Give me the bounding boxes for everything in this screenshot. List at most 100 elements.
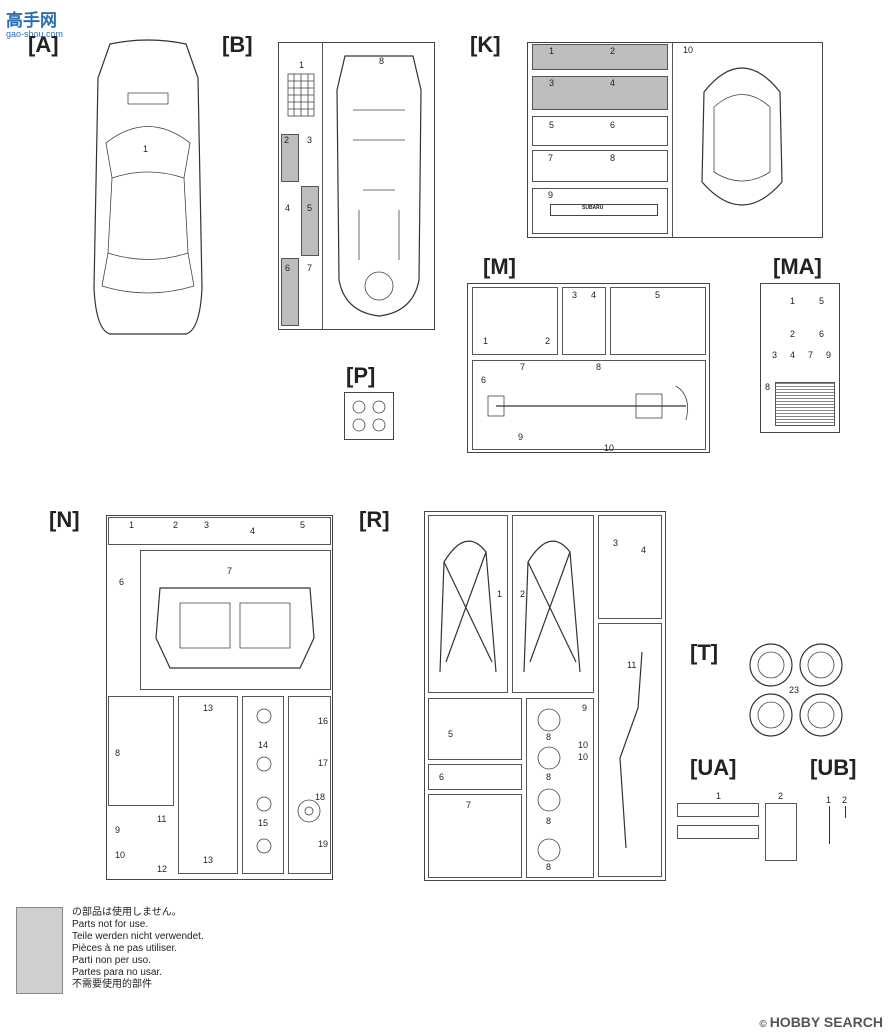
part-n-8: 8 bbox=[115, 748, 121, 758]
part-n-1: 1 bbox=[129, 520, 135, 530]
part-r-8d: 8 bbox=[546, 862, 552, 872]
part-b-6: 6 bbox=[285, 263, 291, 273]
sprue-label-ua: [UA] bbox=[690, 755, 737, 780]
chassis-floor-b bbox=[336, 55, 422, 317]
sprue-k-row-1-2 bbox=[532, 44, 668, 70]
part-k-9: 9 bbox=[548, 190, 554, 200]
sprue-r-wheels bbox=[526, 698, 594, 878]
part-r-4: 4 bbox=[641, 545, 647, 555]
sprue-m-cell-lower bbox=[472, 360, 706, 450]
part-n-4: 4 bbox=[250, 526, 256, 536]
legend-line-it: Parti non per uso. bbox=[72, 955, 151, 966]
part-ub-1: 1 bbox=[826, 795, 832, 805]
part-m-6: 6 bbox=[481, 375, 487, 385]
sprue-k-row-9 bbox=[532, 188, 668, 234]
part-n-2: 2 bbox=[173, 520, 179, 530]
part-n-13a: 13 bbox=[203, 703, 214, 713]
footer-brand-text: HOBBY SEARCH bbox=[769, 1014, 883, 1030]
part-b-2: 2 bbox=[284, 135, 290, 145]
sprue-r-cell-7 bbox=[428, 794, 522, 878]
part-ma-2: 2 bbox=[790, 329, 796, 339]
copyright-mark: © bbox=[759, 1019, 767, 1030]
sprue-k-divider bbox=[672, 42, 673, 238]
sprue-n-seats bbox=[108, 696, 174, 806]
part-b-1: 1 bbox=[299, 60, 305, 70]
part-k-8: 8 bbox=[610, 153, 616, 163]
part-m-8: 8 bbox=[596, 362, 602, 372]
ub-wire-2 bbox=[845, 806, 846, 818]
watermark-chinese: 高手网 bbox=[6, 11, 57, 30]
sprue-n-top-row bbox=[108, 517, 331, 545]
sprue-m-cell-5 bbox=[610, 287, 706, 355]
part-r-10a: 10 bbox=[578, 740, 589, 750]
watermark-logo: 高手网 gao-shou.com bbox=[6, 6, 63, 39]
sprue-frame-k bbox=[527, 42, 823, 238]
sprue-b-unused-5 bbox=[301, 186, 319, 256]
part-r-2: 2 bbox=[520, 589, 526, 599]
sprue-frame-b bbox=[278, 42, 435, 330]
sprue-n-floor-pan bbox=[140, 550, 331, 690]
part-k-5: 5 bbox=[549, 120, 555, 130]
part-k-3: 3 bbox=[549, 78, 555, 88]
part-n-11: 11 bbox=[157, 814, 167, 824]
part-r-5: 5 bbox=[448, 729, 454, 739]
part-r-6: 6 bbox=[439, 772, 445, 782]
sprue-label-ub: [UB] bbox=[810, 755, 857, 780]
part-n-14: 14 bbox=[258, 740, 269, 750]
sprue-frame-ma bbox=[760, 283, 840, 433]
part-r-3: 3 bbox=[613, 538, 619, 548]
part-ma-1: 1 bbox=[790, 296, 796, 306]
sprue-r-cell-11 bbox=[598, 623, 662, 877]
body-shell-a bbox=[93, 39, 203, 335]
part-n-5: 5 bbox=[300, 520, 306, 530]
sprue-label-k: [K] bbox=[470, 32, 501, 57]
sprue-label-p: [P] bbox=[346, 363, 376, 388]
sprue-r-cell-5 bbox=[428, 698, 522, 760]
part-ub-2: 2 bbox=[842, 795, 848, 805]
sprue-r-cell-6 bbox=[428, 764, 522, 790]
sprue-frame-m bbox=[467, 283, 710, 453]
part-n-18: 18 bbox=[315, 792, 326, 802]
sprue-r-cell-3-4 bbox=[598, 515, 662, 619]
sprue-label-b: [B] bbox=[222, 32, 253, 57]
ua-sheet-2 bbox=[765, 803, 797, 861]
ua-strip-1b bbox=[677, 825, 759, 839]
legend-line-es: Partes para no usar. bbox=[72, 967, 163, 978]
part-m-3: 3 bbox=[572, 290, 578, 300]
ub-wire-1 bbox=[829, 806, 830, 844]
sprue-ma-mesh-8 bbox=[775, 382, 835, 426]
legend-unused-swatch bbox=[16, 907, 63, 994]
footer-brand: ©HOBBY SEARCH bbox=[759, 1014, 883, 1030]
part-n-9: 9 bbox=[115, 825, 121, 835]
legend-line-zh: 不需要使用的部件 bbox=[72, 979, 152, 990]
part-m-4: 4 bbox=[591, 290, 597, 300]
sprue-n-parts-16-19 bbox=[288, 696, 331, 874]
part-b-3: 3 bbox=[307, 135, 313, 145]
part-n-12: 12 bbox=[157, 864, 168, 874]
sprue-r-cage-2 bbox=[512, 515, 594, 693]
sprue-m-cell-1-2 bbox=[472, 287, 558, 355]
sprue-k-row-5-6 bbox=[532, 116, 668, 146]
sprue-k-row-3-4 bbox=[532, 76, 668, 110]
part-b-5: 5 bbox=[307, 203, 313, 213]
part-k-2: 2 bbox=[610, 46, 616, 56]
legend-line-de: Teile werden nicht verwendet. bbox=[72, 931, 204, 942]
steering-wheel-n bbox=[297, 799, 321, 823]
sprue-r-cage-1 bbox=[428, 515, 508, 693]
part-r-7: 7 bbox=[466, 800, 472, 810]
part-r-10b: 10 bbox=[578, 752, 589, 762]
sprue-label-t: [T] bbox=[690, 640, 719, 665]
part-ma-6: 6 bbox=[819, 329, 825, 339]
part-n-16: 16 bbox=[318, 716, 329, 726]
part-k-4: 4 bbox=[610, 78, 616, 88]
part-n-13b: 13 bbox=[203, 855, 214, 865]
legend-line-en: Parts not for use. bbox=[72, 919, 149, 930]
part-n-6: 6 bbox=[119, 577, 125, 587]
sprue-frame-n bbox=[106, 515, 333, 880]
part-ma-4: 4 bbox=[790, 350, 796, 360]
sprue-n-seat-13 bbox=[178, 696, 238, 874]
part-ma-8: 8 bbox=[765, 382, 771, 392]
legend-line-fr: Pièces à ne pas utiliser. bbox=[72, 943, 178, 954]
part-k-1: 1 bbox=[549, 46, 555, 56]
grille-mesh-b bbox=[287, 73, 315, 117]
